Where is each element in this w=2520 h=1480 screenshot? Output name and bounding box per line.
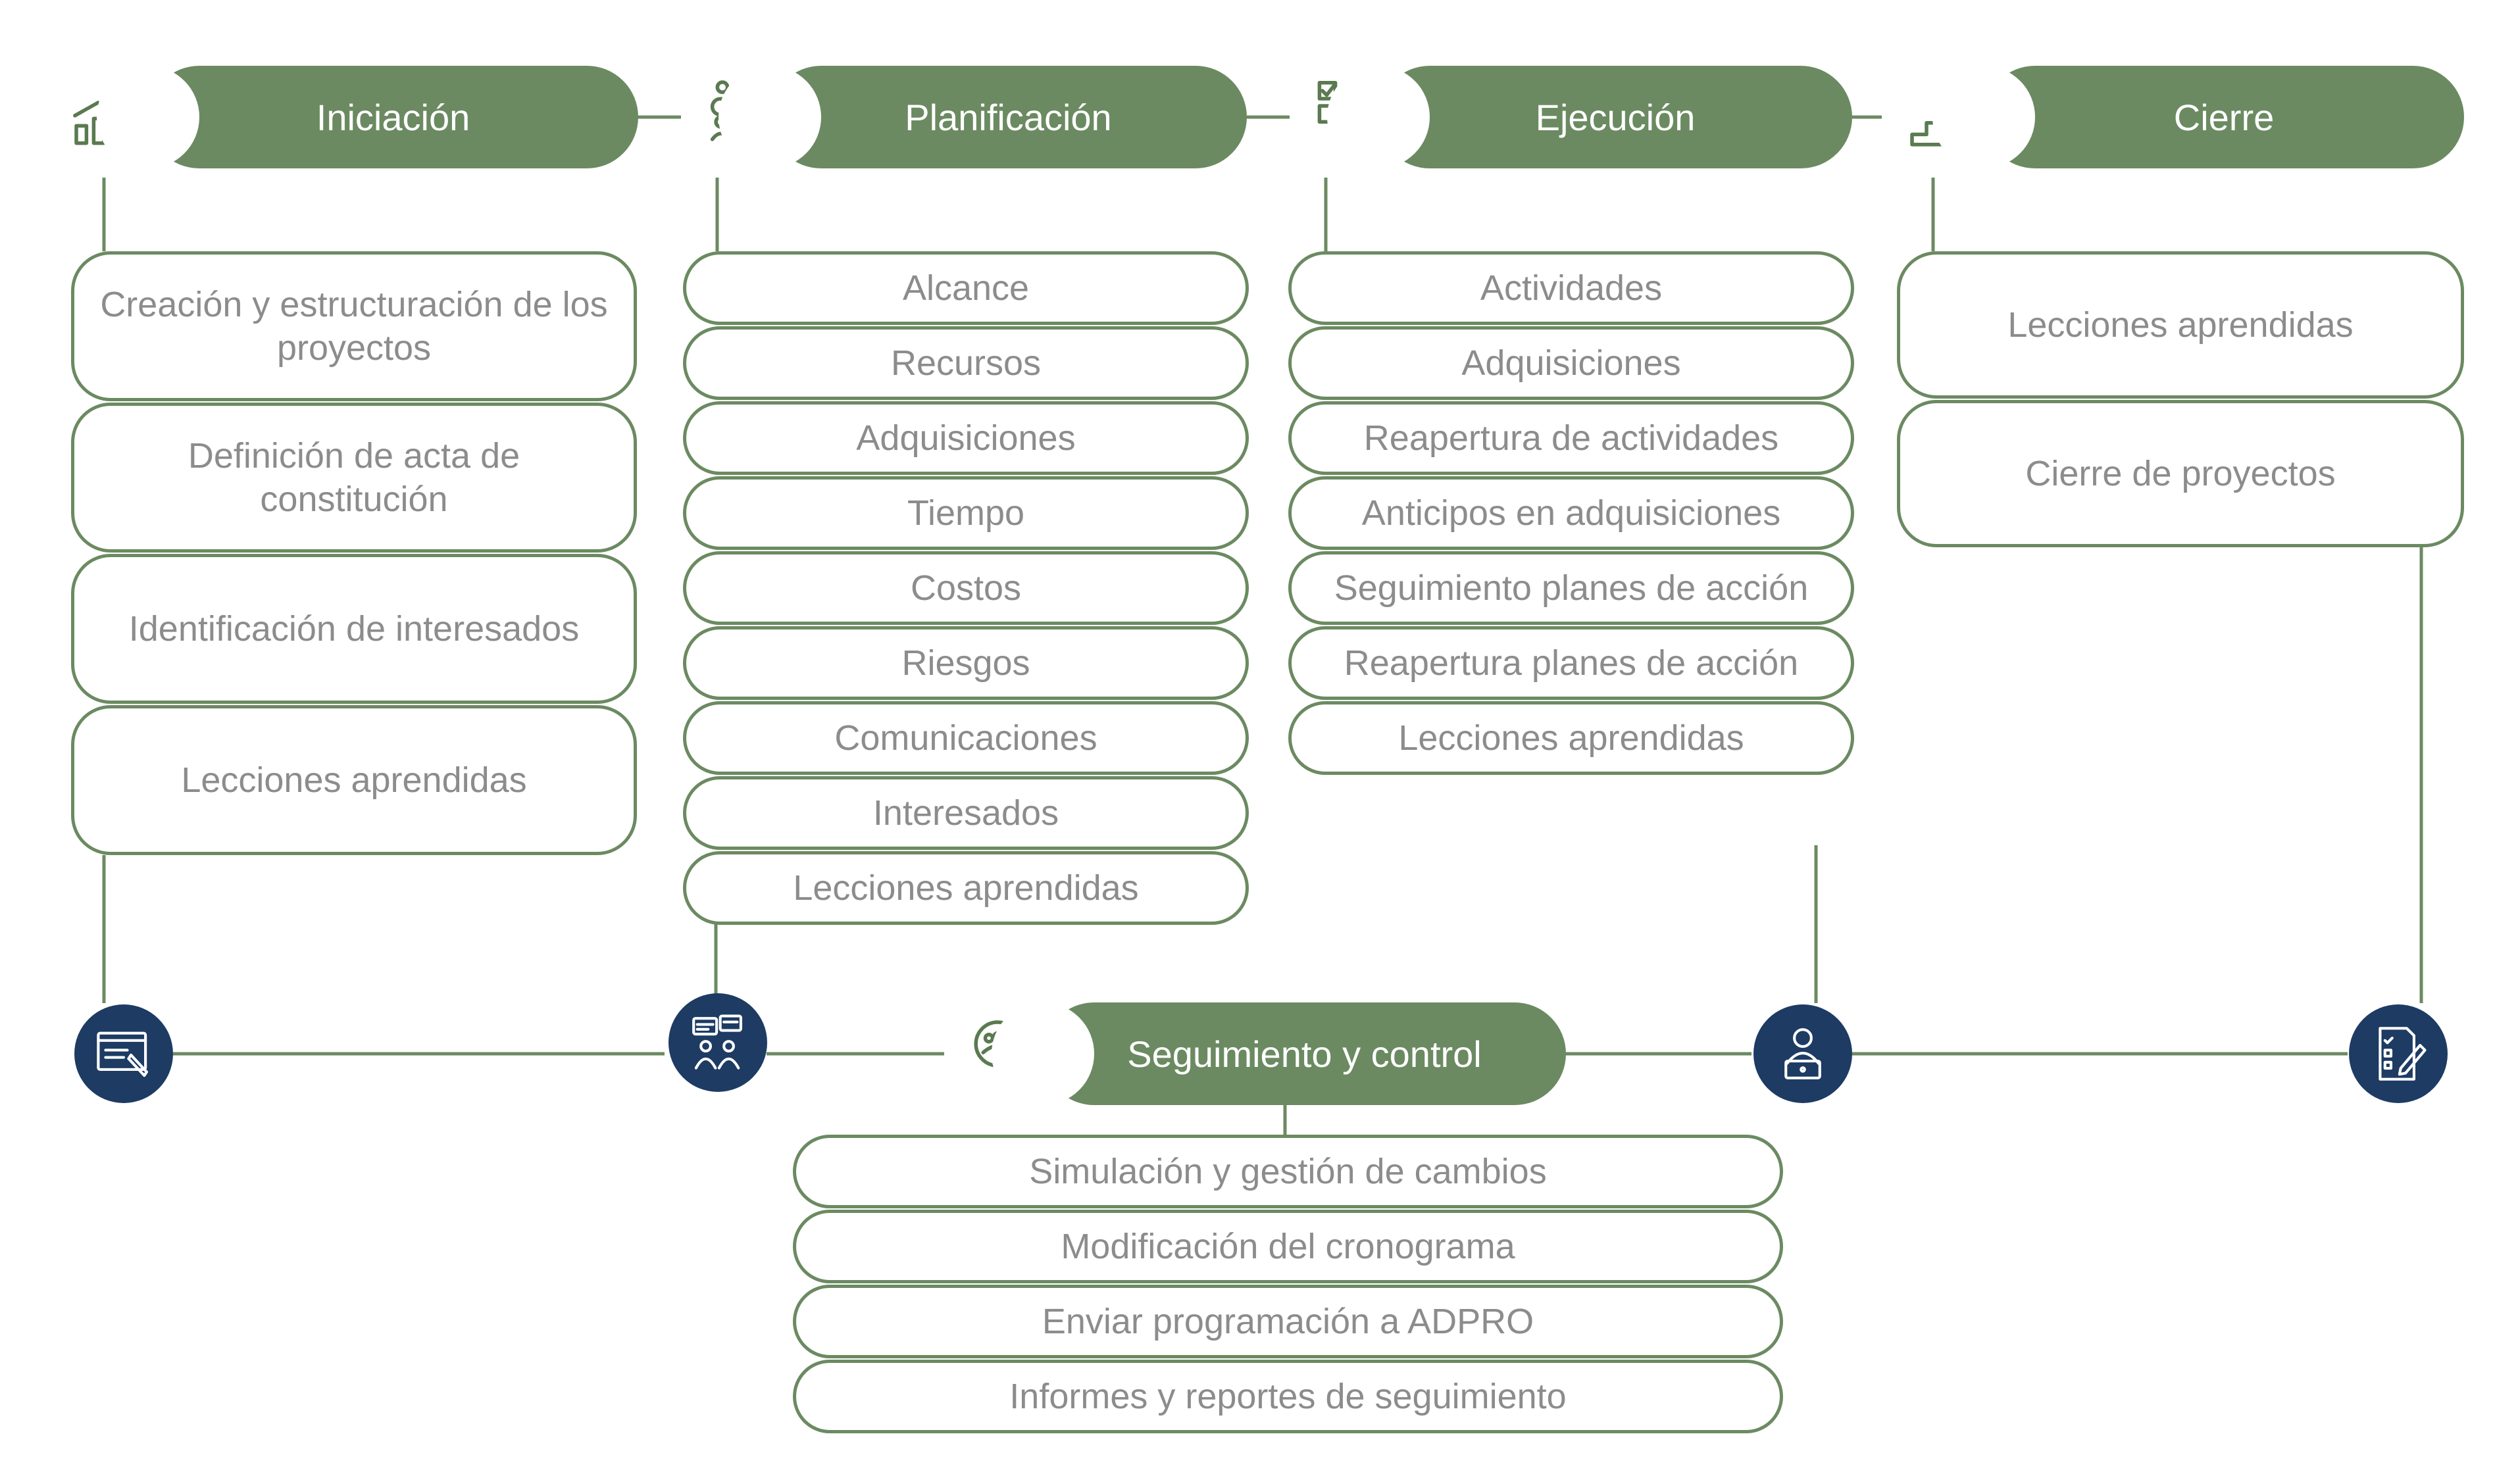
phase-item: Cierre de proyectos: [1897, 400, 2464, 547]
phase-header-iniciacion: Iniciación: [97, 66, 638, 168]
phase-item: Lecciones aprendidas: [683, 851, 1249, 925]
phase-title: Planificación: [905, 96, 1112, 138]
phase-title: Cierre: [2173, 96, 2275, 138]
phase-item: Anticipos en adquisiciones: [1288, 476, 1854, 550]
phase-item: Lecciones aprendidas: [1897, 251, 2464, 399]
phase-item: Identificación de interesados: [71, 554, 637, 704]
control-item: Simulación y gestión de cambios: [793, 1135, 1783, 1208]
header-notch: [1932, 66, 2035, 168]
phase-item: Creación y estructuración de los proyect…: [71, 251, 637, 401]
phase-item: Tiempo: [683, 476, 1249, 550]
presentation-people-icon: [668, 993, 767, 1092]
control-item: Modificación del cronograma: [793, 1210, 1783, 1283]
phase-title: Iniciación: [316, 96, 470, 138]
phase-item: Lecciones aprendidas: [1288, 701, 1854, 775]
phase-item: Alcance: [683, 251, 1249, 325]
phase-item: Actividades: [1288, 251, 1854, 325]
phase-item: Costos: [683, 551, 1249, 625]
phase-item: Comunicaciones: [683, 701, 1249, 775]
phase-item: Recursos: [683, 326, 1249, 400]
phase-header-ejecucion: Ejecución: [1327, 66, 1852, 168]
phase-item: Riesgos: [683, 626, 1249, 700]
phase-item: Reapertura de actividades: [1288, 401, 1854, 475]
phase-item: Adquisiciones: [683, 401, 1249, 475]
phase-header-cierre: Cierre: [1932, 66, 2464, 168]
phase-header-planificacion: Planificación: [718, 66, 1247, 168]
phase-item: Reapertura planes de acción: [1288, 626, 1854, 700]
phase-item: Lecciones aprendidas: [71, 705, 637, 855]
phase-item: Interesados: [683, 776, 1249, 850]
control-title: Seguimiento y control: [1127, 1033, 1482, 1075]
header-notch: [718, 66, 821, 168]
header-notch: [1327, 66, 1430, 168]
phase-item: Adquisiciones: [1288, 326, 1854, 400]
header-notch: [97, 66, 199, 168]
phase-item: Definición de acta de constitución: [71, 403, 637, 553]
phase-title: Ejecución: [1535, 96, 1696, 138]
phase-item: Seguimiento planes de acción: [1288, 551, 1854, 625]
header-notch: [992, 1002, 1094, 1105]
control-header: Seguimiento y control: [992, 1002, 1566, 1105]
control-item: Enviar programación a ADPRO: [793, 1285, 1783, 1358]
browser-pen-icon: [74, 1004, 173, 1103]
person-laptop-icon: [1753, 1004, 1852, 1103]
control-item: Informes y reportes de seguimiento: [793, 1360, 1783, 1433]
document-edit-icon: [2349, 1004, 2448, 1103]
